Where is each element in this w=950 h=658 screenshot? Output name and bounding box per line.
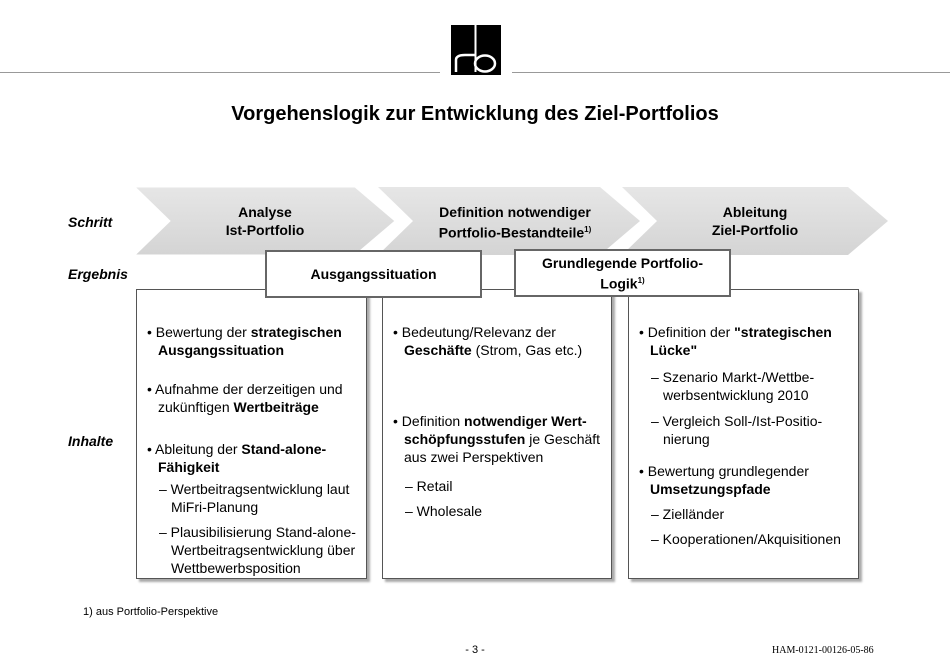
- page-title: Vorgehenslogik zur Entwicklung des Ziel-…: [231, 103, 719, 125]
- sub-item: – Vergleich Soll-/Ist-Positio-nierung: [651, 413, 823, 447]
- header-rule-left: [0, 72, 440, 73]
- result-portfolio-logik: Grundlegende Portfolio-Logik1): [514, 249, 731, 297]
- footnote: 1) aus Portfolio-Perspektive: [83, 606, 219, 618]
- header-rule-right: [512, 72, 950, 73]
- document-code: HAM-0121-00126-05-86: [772, 645, 874, 656]
- result-ausgangssituation: Ausgangssituation: [265, 250, 482, 298]
- sub-item: – Szenario Markt-/Wettbe-werbsentwicklun…: [651, 369, 815, 403]
- chevron-step-2: [378, 187, 640, 255]
- page-number: - 3 -: [465, 644, 485, 656]
- content-box-definition: • Bedeutung/Relevanz der Geschäfte (Stro…: [382, 289, 612, 579]
- sub-item: – Plausibilisierung Stand-alone-Wertbeit…: [159, 524, 356, 576]
- sub-item: – Retail: [405, 478, 453, 494]
- chevron-step-3: [622, 187, 888, 255]
- sub-item: – Wertbeitragsentwicklung laut MiFri-Pla…: [159, 481, 350, 515]
- row-label-schritt: Schritt: [68, 214, 113, 230]
- process-chevrons: [133, 186, 888, 256]
- sub-item: – Zielländer: [651, 506, 725, 522]
- logo: [451, 25, 501, 75]
- content-box-analyse: • Bewertung der strategischen Ausgangssi…: [136, 289, 367, 579]
- row-label-inhalte: Inhalte: [68, 433, 114, 449]
- content-box-ableitung: • Definition der "strategischen Lücke" –…: [628, 289, 859, 579]
- row-label-ergebnis: Ergebnis: [68, 266, 128, 282]
- sub-item: – Kooperationen/Akquisitionen: [651, 531, 841, 547]
- sub-item: – Wholesale: [405, 503, 483, 519]
